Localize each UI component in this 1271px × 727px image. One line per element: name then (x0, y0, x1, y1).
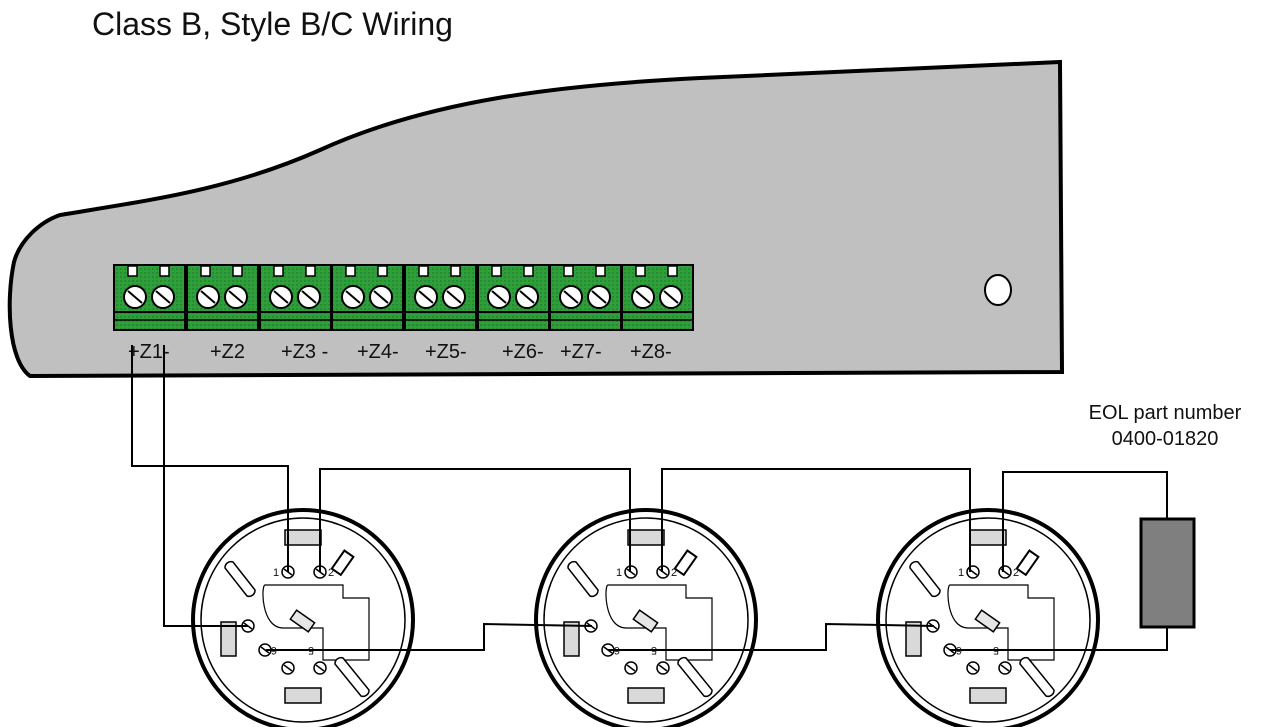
eol-label: EOL part number 0400-01820 (1060, 400, 1270, 452)
wire-det3-to-eol-bottom (950, 627, 1168, 651)
zone-label-z3: +Z3 - (281, 341, 328, 363)
zone-label-z5: +Z5- (425, 341, 467, 363)
component-icon (289, 609, 316, 633)
diagram-title: Class B, Style B/C Wiring (92, 6, 453, 42)
wire-det2-to-det3-bottom (608, 622, 935, 651)
component-icon (632, 609, 659, 633)
terminal-2-label: 2 (671, 567, 677, 579)
wire-det1-to-det2-top (319, 468, 631, 572)
terminal-1-label: 1 (958, 567, 964, 579)
eol-label-line1: EOL part number (1088, 402, 1242, 424)
wire-det1-to-det2-bottom (266, 622, 593, 651)
terminal-strip (113, 264, 694, 331)
component-icon (974, 609, 1001, 633)
zone-label-z7: +Z7- (560, 341, 602, 363)
terminal-block-z6 (477, 264, 550, 331)
led-icon (330, 549, 355, 577)
terminal-block-z1 (113, 264, 186, 331)
zone-labels: +Z1- +Z2 +Z3 - +Z4- +Z5- +Z6- +Z7- +Z8- (128, 341, 672, 363)
terminal-block-z7 (549, 264, 622, 331)
terminal-2-label: 2 (328, 567, 334, 579)
wiring (131, 345, 1168, 651)
terminal-2-label: 2 (1013, 567, 1019, 579)
wire-det2-to-det3-top (661, 468, 971, 572)
wire-det3-to-eol-top (1002, 471, 1168, 572)
terminal-block-z5 (404, 264, 477, 331)
terminal-1-label: 1 (273, 567, 279, 579)
terminal-block-z4 (331, 264, 404, 331)
panel-hole (984, 274, 1012, 306)
eol-resistor (1139, 517, 1196, 629)
wire-z1-minus (163, 345, 248, 627)
zone-label-z8: +Z8- (630, 341, 672, 363)
terminal-1-label: 1 (616, 567, 622, 579)
zone-label-z1: +Z1- (128, 341, 170, 363)
zone-label-z4: +Z4- (357, 341, 399, 363)
zone-label-z6: +Z6- (502, 341, 544, 363)
terminal-block-z8 (621, 264, 694, 331)
led-icon (1015, 549, 1040, 577)
terminal-block-z3 (259, 264, 332, 331)
eol-label-line2: 0400-01820 (1111, 428, 1219, 450)
terminal-block-z2 (186, 264, 259, 331)
wire-z1-plus (131, 345, 289, 572)
led-icon (673, 549, 698, 577)
zone-label-z2: +Z2 (210, 341, 245, 363)
